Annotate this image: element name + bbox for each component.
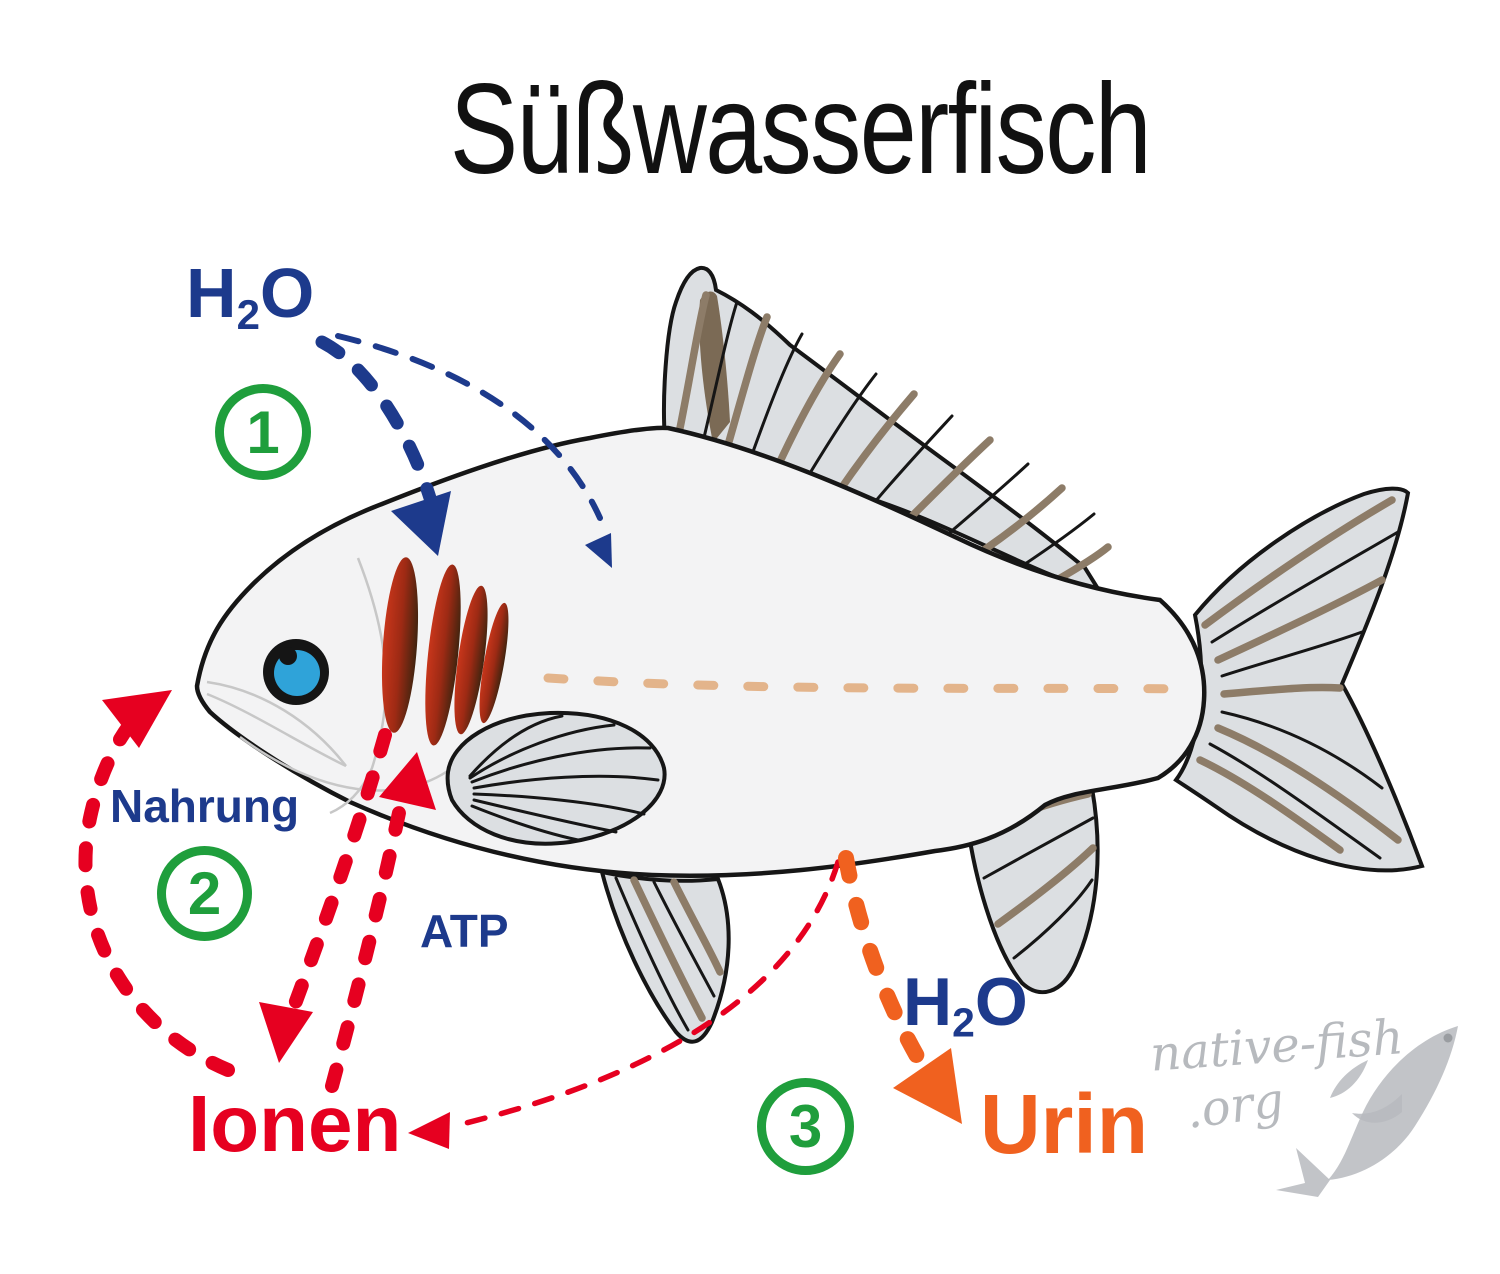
step-3-number: 3: [788, 1093, 823, 1160]
step-2-badge: 2: [157, 846, 252, 941]
water-formula-o: O: [974, 964, 1028, 1040]
fish-eye: [263, 639, 329, 705]
step-1-number: 1: [246, 398, 280, 466]
lateral-line: [543, 673, 1193, 694]
water-formula-h: H: [903, 964, 953, 1040]
pectoral-fin: [445, 710, 667, 846]
dorsal-fin: [662, 265, 1112, 596]
ions-via-urine-arrow: [408, 859, 841, 1149]
step-2-number: 2: [187, 860, 222, 927]
food-to-mouth-arrow: [78, 690, 235, 1077]
food-label: Nahrung: [110, 780, 300, 832]
water-formula-subscript: 2: [236, 290, 260, 338]
ions-label: Ionen: [188, 1079, 402, 1168]
watermark-line2: .org: [1182, 1072, 1287, 1140]
ion-uptake-atp-arrow: [325, 752, 436, 1093]
atp-label: ATP: [420, 905, 509, 957]
diagram-title: Süßwasserfisch: [449, 58, 1152, 201]
step-3-badge: 3: [757, 1078, 854, 1175]
anal-fin: [962, 785, 1100, 995]
step-1-badge: 1: [215, 384, 311, 480]
water-formula-subscript: 2: [952, 999, 975, 1046]
water-formula-o: O: [259, 254, 315, 332]
water-label-bottom: H2O: [903, 968, 1028, 1043]
gill-slits: [381, 557, 509, 746]
urine-label: Urin: [980, 1077, 1148, 1171]
pelvic-fin: [599, 869, 731, 1044]
ion-loss-to-ions-arrow: [259, 728, 392, 1063]
water-formula-h: H: [186, 254, 237, 332]
tail-fin: [1173, 486, 1425, 873]
water-label-top: H2O: [186, 258, 314, 336]
water-into-body-arrow: [335, 333, 612, 568]
water-into-gills-arrow: [315, 335, 451, 556]
watermark-fish-logo: [1276, 1026, 1458, 1197]
urine-out-arrow: [838, 850, 962, 1124]
